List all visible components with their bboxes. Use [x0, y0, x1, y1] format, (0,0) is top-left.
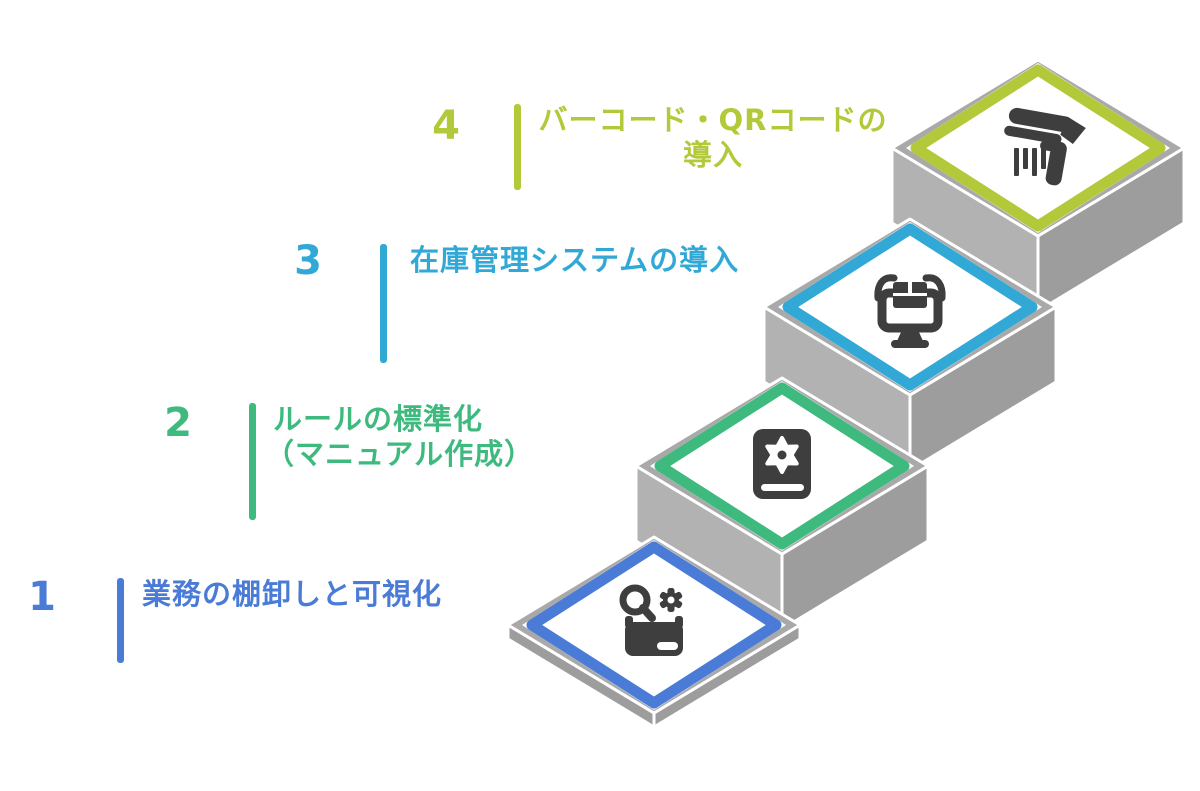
- step-4-block: [890, 58, 1186, 313]
- barcode-scanner-icon: [1004, 107, 1086, 186]
- step-4-tile: [910, 64, 1166, 232]
- step-4-label-line-2: 導入: [682, 138, 743, 172]
- step-1-accent-bar: [117, 578, 124, 663]
- step-4-label: バーコード・QRコードの 導入: [538, 103, 888, 173]
- step-2-accent-bar: [249, 403, 256, 520]
- search-gear-box-icon: [619, 584, 683, 656]
- step-1-number: 1: [28, 574, 56, 620]
- step-1-block: [506, 535, 802, 729]
- step-2-label: ルールの標準化 （マニュアル作成）: [265, 402, 534, 472]
- step-1-label-line-1: 業務の棚卸しと可視化: [142, 577, 443, 611]
- step-4-number: 4: [432, 103, 460, 149]
- step-3-label-line-1: 在庫管理システムの導入: [410, 243, 740, 277]
- step-3-label: 在庫管理システムの導入: [410, 243, 739, 278]
- book-gear-icon: [753, 429, 811, 499]
- monitor-box-icon: [874, 274, 946, 348]
- step-3-number: 3: [294, 238, 322, 284]
- step-2-label-line-1: ルールの標準化: [273, 402, 484, 436]
- step-3-accent-bar: [380, 244, 387, 363]
- step-3-block: [762, 217, 1058, 472]
- step-1-label: 業務の棚卸しと可視化: [142, 577, 442, 612]
- step-4-label-line-1: バーコード・QRコードの: [538, 103, 888, 137]
- step-2-block: [634, 376, 930, 631]
- step-2-number: 2: [164, 400, 192, 446]
- step-4-accent-bar: [514, 104, 521, 190]
- step-2-label-line-2: （マニュアル作成）: [265, 437, 535, 471]
